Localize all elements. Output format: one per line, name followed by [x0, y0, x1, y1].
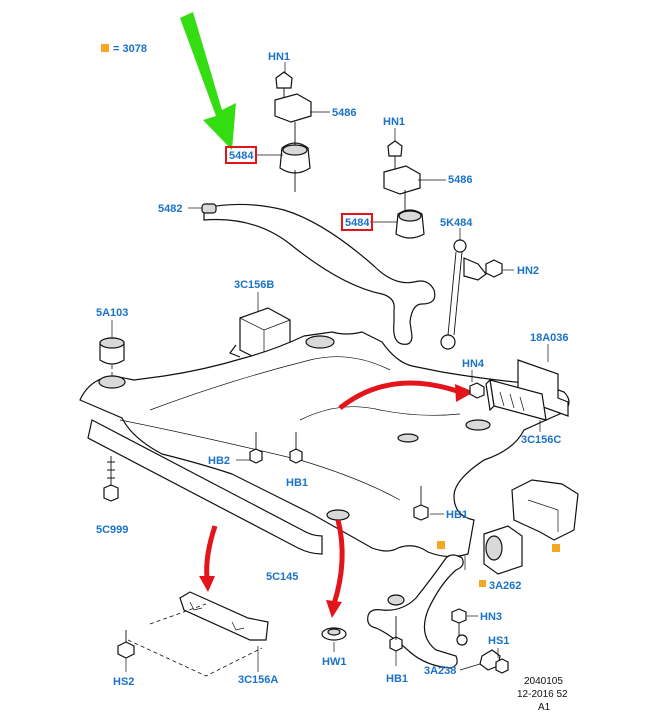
- footer-code: 2040105: [524, 676, 563, 687]
- label-5484-top: 5484: [229, 150, 254, 162]
- red-arrow-icon: [338, 380, 461, 410]
- nut-hn4: [469, 382, 485, 399]
- label-hn3: HN3: [480, 611, 502, 623]
- label-hn2: HN2: [517, 265, 539, 277]
- label-hw1: HW1: [322, 656, 346, 668]
- label-hb1-bottom: HB1: [386, 673, 408, 685]
- washer-hw1: [321, 627, 347, 641]
- label-hb1-center: HB1: [286, 477, 308, 489]
- label-3c156b: 3C156B: [234, 279, 274, 291]
- red-arrowhead-icon: [199, 576, 215, 592]
- shield-3c156a: [127, 591, 269, 677]
- label-5482: 5482: [158, 203, 182, 215]
- label-hs1: HS1: [488, 635, 509, 647]
- highlight-box-5484-right: [341, 213, 373, 231]
- bolt-hb2: [249, 432, 263, 464]
- footer-date: 12-2016 52: [517, 689, 568, 700]
- label-3a238: 3A238: [424, 665, 456, 677]
- label-18a036: 18A036: [530, 332, 569, 344]
- bolt-hb1-a: [289, 432, 303, 464]
- highlight-box-5484-top: [225, 146, 257, 164]
- label-hs2: HS2: [113, 676, 134, 688]
- label-hb2: HB2: [208, 455, 230, 467]
- stabilizer-bar: [203, 203, 436, 345]
- nut-hs1: [495, 658, 509, 674]
- screw-hs2: [117, 630, 135, 659]
- nut-hn3: [451, 608, 468, 646]
- marker-icon: [437, 541, 445, 549]
- stabilizer-bushing-left: [274, 71, 312, 192]
- footer-rev: A1: [538, 702, 551, 713]
- label-5k484: 5K484: [440, 217, 473, 229]
- module-3c156c: [485, 378, 547, 421]
- bolt-hb1-b: [413, 486, 429, 521]
- label-5486-top: 5486: [332, 107, 356, 119]
- label-3a262: 3A262: [489, 580, 521, 592]
- label-hn4: HN4: [462, 358, 485, 370]
- label-3c156c: 3C156C: [521, 434, 561, 446]
- label-5484-right: 5484: [345, 217, 370, 229]
- label-3c156a: 3C156A: [238, 674, 278, 686]
- green-arrow-icon: [180, 12, 236, 150]
- red-arrowhead-icon: [455, 384, 474, 402]
- red-arrow-icon: [331, 519, 345, 605]
- label-hn1-right: HN1: [383, 116, 405, 128]
- stabilizer-bushing-right: [383, 140, 425, 239]
- nut-hn2: [485, 259, 503, 278]
- bolt-hb1-c: [389, 616, 403, 652]
- marker-icon: [479, 580, 486, 587]
- label-5486-right: 5486: [448, 174, 472, 186]
- bolt-5c999: [103, 456, 119, 502]
- stabilizer-link: [440, 239, 487, 350]
- marker-icon: [552, 544, 560, 552]
- subframe: [79, 331, 570, 558]
- red-arrow-icon: [204, 525, 218, 579]
- legend-swatch: [101, 44, 109, 52]
- rear-mount-bracket: [511, 479, 579, 541]
- label-hb1-right: HB1: [446, 509, 468, 521]
- red-arrowhead-icon: [326, 600, 342, 618]
- label-hn1-top: HN1: [268, 51, 290, 63]
- legend-text: = 3078: [113, 43, 147, 55]
- label-5c145: 5C145: [266, 571, 298, 583]
- control-arm-3a238: [367, 554, 464, 669]
- label-5a103: 5A103: [96, 307, 128, 319]
- bushing-3a262: [483, 525, 523, 575]
- label-5c999: 5C999: [96, 524, 128, 536]
